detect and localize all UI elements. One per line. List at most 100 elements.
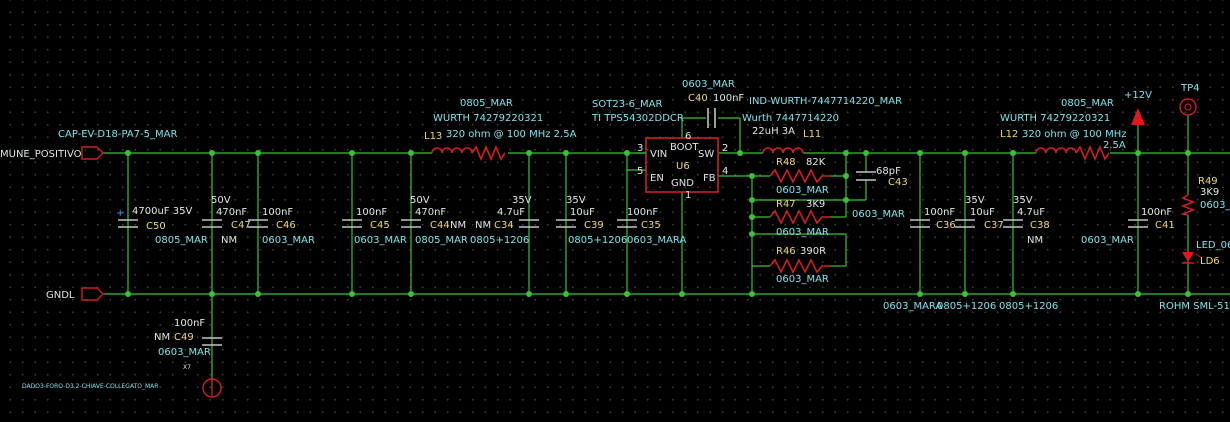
r47-ref: R47 <box>776 199 796 210</box>
labels: MUNE_POSITIVO CAP-EV-D18-PA7-5_MAR GNDL … <box>0 79 1230 390</box>
inductor-l12-symbol[interactable] <box>1035 144 1110 162</box>
c47-voltage: 50V <box>211 195 231 206</box>
c43-ref: C43 <box>888 177 908 188</box>
r48-value: 82K <box>806 157 826 168</box>
circle-testpoint-icon[interactable] <box>1179 98 1197 116</box>
r48-package: 0603_MAR <box>776 185 829 196</box>
c34-voltage: 35V <box>512 195 532 206</box>
inductor-l11-symbol[interactable] <box>762 147 804 154</box>
c38-nm: NM <box>1027 235 1043 246</box>
c45-ref: C45 <box>370 220 390 231</box>
c37-ref: C37 <box>984 220 1004 231</box>
c38-ref: C38 <box>1030 220 1050 231</box>
c38-voltage: 35V <box>1013 195 1033 206</box>
c41-package: 0603_MAR <box>1081 235 1134 246</box>
arrow-connector-icon[interactable] <box>81 146 104 160</box>
r47-package: 0603_MAR <box>776 227 829 238</box>
arrow-connector-icon[interactable] <box>81 287 104 301</box>
c37-voltage: 35V <box>965 195 985 206</box>
l11-value: 22uH 3A <box>752 126 795 137</box>
capacitor-symbols[interactable]: + <box>116 108 1148 346</box>
ic-pin-vin: VIN <box>650 149 667 160</box>
testpoint-label: TP4 <box>1180 83 1200 94</box>
r46-package: 0603_MAR <box>776 274 829 285</box>
c49-ref: C49 <box>174 332 194 343</box>
c40-package: 0603_MAR <box>682 79 735 90</box>
l12-part: WURTH 74279220321 <box>1000 113 1110 124</box>
ic-pin-gnd: GND <box>671 178 694 189</box>
c39-voltage: 35V <box>566 195 586 206</box>
r48-ref: R48 <box>776 157 796 168</box>
junctions <box>125 150 1191 297</box>
c35-package: 0603_MARA <box>627 235 686 246</box>
c43-value: 68pF <box>876 166 901 177</box>
l12-current: 2.5A <box>1103 140 1126 151</box>
c50-ref: C50 <box>146 221 166 232</box>
l12-ref: L12 <box>1000 129 1018 140</box>
c39-package: 0805+1206 <box>568 235 627 246</box>
c49-nm: NM <box>154 332 170 343</box>
net-label-gnd: GNDL <box>46 290 75 301</box>
resistor-r48-symbol[interactable] <box>769 168 830 184</box>
chassis-ref: X7 <box>183 364 191 371</box>
svg-text:+: + <box>116 208 124 219</box>
c38-value: 4.7uF <box>1017 207 1045 218</box>
c37-value: 10uF <box>970 207 995 218</box>
ic-pin-sw: SW <box>698 149 714 160</box>
c36-ref: C36 <box>936 220 956 231</box>
resistor-r47-symbol[interactable] <box>769 209 830 225</box>
c50-package: 0805_MAR <box>155 235 208 246</box>
c39-value: 10uF <box>570 207 595 218</box>
led-triangle-icon[interactable] <box>1182 252 1203 264</box>
inductor-l13-symbol[interactable] <box>431 144 506 162</box>
c46-value: 100nF <box>262 207 293 218</box>
ic-part: TI TPS54302DDCR <box>591 113 684 124</box>
l13-ref: L13 <box>424 131 442 142</box>
l11-part: Wurth 7447714220 <box>742 113 839 124</box>
resistor-r46-symbol[interactable] <box>769 258 830 274</box>
c34-nm: NM <box>475 220 491 231</box>
c46-package: 0603_MAR <box>262 235 315 246</box>
led-ref: LD6 <box>1200 256 1220 267</box>
r46-ref: R46 <box>776 246 796 257</box>
c44-ref: C44 <box>430 220 450 231</box>
c50-value: 4700uF 35V <box>132 206 192 217</box>
c44-package: 0805_MAR <box>415 235 468 246</box>
r46-value: 390R <box>800 246 826 257</box>
l11-ref: L11 <box>803 129 821 140</box>
r47-value: 3K9 <box>806 199 825 210</box>
c40-ref: C40 <box>688 93 708 104</box>
ic-pin-boot: BOOT <box>670 142 699 153</box>
c45-package: 0603_MAR <box>354 235 407 246</box>
c36-value: 100nF <box>924 207 955 218</box>
wires <box>103 115 1230 390</box>
c49-package: 0603_MAR <box>158 347 211 358</box>
c41-value: 100nF <box>1141 207 1172 218</box>
c41-ref: C41 <box>1155 220 1175 231</box>
c44-value: 470nF <box>415 207 446 218</box>
c40-value: 100nF <box>713 93 744 104</box>
ic-pin-en: EN <box>650 173 664 184</box>
resistor-r49-symbol[interactable] <box>1180 194 1196 216</box>
c35-value: 100nF <box>627 207 658 218</box>
c49-value: 100nF <box>174 318 205 329</box>
ic-ref: U6 <box>676 161 690 172</box>
c34-ref: C34 <box>494 220 514 231</box>
net-label-input: MUNE_POSITIVO <box>0 149 82 160</box>
c34-value: 4.7uF <box>497 207 525 218</box>
ic-pin-num-6: 6 <box>685 131 691 142</box>
connector-part-label: CAP-EV-D18-PA7-5_MAR <box>58 129 177 140</box>
l13-value: 320 ohm @ 100 MHz 2.5A <box>446 129 577 140</box>
r49-ref: R49 <box>1198 176 1218 187</box>
c46-ref: C46 <box>276 220 296 231</box>
ic-pin-fb: FB <box>703 173 716 184</box>
ic-u6[interactable] <box>636 137 719 193</box>
c43-package: 0603_MAR <box>852 209 905 220</box>
c39-ref: C39 <box>584 220 604 231</box>
c47-nm: NM <box>221 235 237 246</box>
l12-value: 320 ohm @ 100 MHz <box>1022 129 1126 140</box>
c47-value: 470nF <box>216 207 247 218</box>
arrow-up-power-icon <box>1131 108 1145 125</box>
ic-pin-num-3: 3 <box>637 143 643 154</box>
